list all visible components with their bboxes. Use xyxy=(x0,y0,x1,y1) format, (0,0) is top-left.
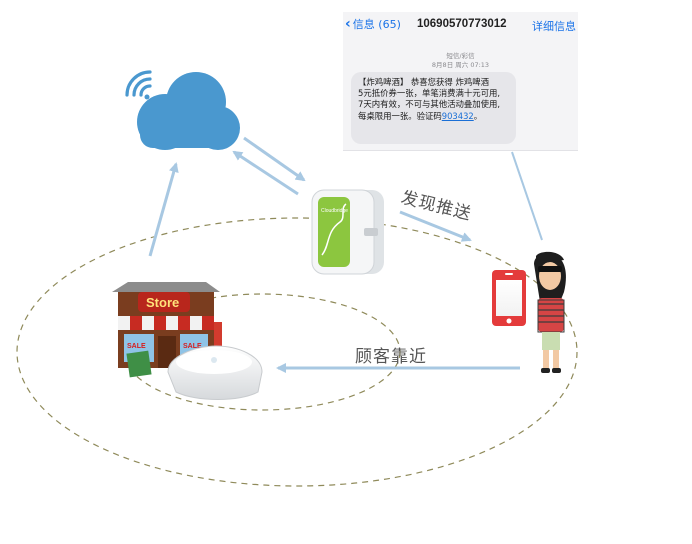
store-sign-text: Store xyxy=(146,295,179,310)
message-timestamp: 8月8日 周六 07:13 xyxy=(431,61,490,69)
message-end: 。 xyxy=(473,110,483,121)
sms-screenshot: ‹ 信息 (65) 10690570773012 详细信息 短信/彩信 8月8日… xyxy=(343,12,578,151)
store-window-text-right: SALE xyxy=(183,343,202,350)
message-type: 短信/彩信 xyxy=(446,52,475,60)
verification-code[interactable]: 903432 xyxy=(441,110,474,121)
message-line: 5元抵价券一张，单笔消费满十元可用, xyxy=(358,88,500,99)
store-icon xyxy=(112,282,222,378)
wifi-signal-icon xyxy=(125,70,152,100)
arrow-cloud-to-device xyxy=(243,136,306,182)
message-bubble: 【炸鸡啤酒】 恭喜您获得 炸鸡啤酒 5元抵价券一张，单笔消费满十元可用, 7天内… xyxy=(351,72,516,144)
arrow-store-to-cloud xyxy=(148,162,179,257)
arrow-device-to-person xyxy=(399,210,472,242)
device-brand-text: Cloudbridge xyxy=(321,208,348,214)
customer-approach-label: 顾客靠近 xyxy=(355,347,427,367)
back-label: 信息 (65) xyxy=(352,18,401,31)
back-button[interactable]: ‹ 信息 (65) xyxy=(345,16,401,32)
arrow-sms-to-person xyxy=(511,151,543,241)
cloud-icon xyxy=(137,72,240,150)
message-line: 7天内有效，不可与其他活动叠加使用, xyxy=(358,99,500,110)
sender-number: 10690570773012 xyxy=(417,18,507,30)
message-line: 每桌限用一张。验证码903432。 xyxy=(358,111,509,122)
smartphone-icon xyxy=(492,270,526,326)
detail-button[interactable]: 详细信息 xyxy=(532,20,576,33)
person-icon xyxy=(534,251,566,373)
arrow-device-to-cloud xyxy=(232,150,299,196)
message-line-text: 每桌限用一张。验证码 xyxy=(358,110,442,121)
chevron-left-icon: ‹ xyxy=(345,16,351,32)
beacon-device-icon xyxy=(311,189,384,275)
sms-nav-bar: ‹ 信息 (65) 10690570773012 详细信息 xyxy=(343,12,578,38)
large-coverage-ellipse xyxy=(16,217,578,487)
wireless-access-point-icon xyxy=(167,345,263,400)
store-window-text-left: SALE xyxy=(127,343,146,350)
message-line: 【炸鸡啤酒】 恭喜您获得 炸鸡啤酒 xyxy=(358,77,489,87)
